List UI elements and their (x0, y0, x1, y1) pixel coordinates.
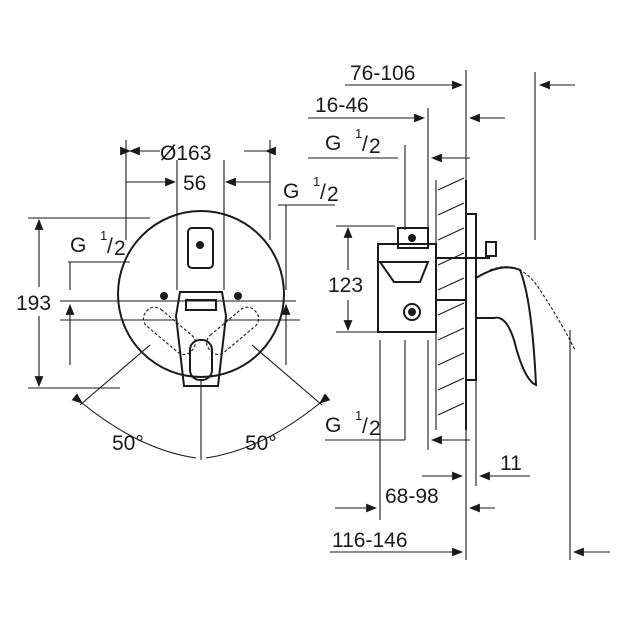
d-123-label: 123 (328, 274, 363, 297)
g-top-numerator: 1 (355, 126, 362, 141)
g-top-denominator: 2 (369, 135, 381, 158)
cover-plate (117, 210, 285, 378)
diameter-label: Ø163 (160, 142, 211, 165)
d-16-46-label: 16-46 (315, 94, 369, 117)
top-screw (196, 241, 204, 249)
g-bottom-slash: / (362, 415, 368, 438)
wall-hatch (435, 177, 465, 430)
spacing-label: 56 (183, 172, 206, 195)
g-bottom-letter: G (325, 414, 341, 437)
front-view: Ø163 56 193 G 1 / 2 G 1 / 2 50° (16, 140, 339, 460)
g-right-denominator: 2 (327, 183, 339, 206)
inlet-fitting (397, 227, 429, 249)
stem-screw (485, 241, 497, 257)
d-11-label: 11 (500, 452, 522, 475)
g-right-numerator: 1 (313, 174, 320, 189)
ghost-handle-right (206, 306, 260, 355)
top-fitting-dot (408, 234, 416, 242)
bottom-nut (403, 303, 421, 321)
cover-plate-side (466, 213, 477, 381)
lever-handle (174, 291, 228, 387)
ghost-handle-left (142, 306, 196, 355)
g-left-numerator: 1 (100, 228, 107, 243)
lever-logo (185, 299, 217, 311)
g-left-denominator: 2 (114, 237, 126, 260)
valve-wedge (378, 261, 430, 283)
g-bottom-numerator: 1 (355, 408, 362, 423)
height-label: 193 (16, 292, 51, 315)
g-left-letter: G (70, 234, 86, 257)
side-view: 76-106 16-46 G 1 / 2 (308, 62, 610, 560)
d-116-146-label: 116-146 (332, 529, 408, 552)
g-left-slash: / (107, 235, 113, 258)
d-68-98-label: 68-98 (385, 485, 439, 508)
d-76-106-label: 76-106 (350, 62, 415, 85)
left-port (160, 292, 168, 300)
g-top-letter: G (325, 132, 341, 155)
g-right-slash: / (320, 181, 326, 204)
g-right-letter: G (283, 180, 299, 203)
valve-body (377, 243, 437, 333)
g-top-slash: / (362, 133, 368, 156)
right-port (234, 292, 242, 300)
top-slot (187, 227, 214, 269)
side-lever-ghost (489, 266, 576, 351)
angle-right-label: 50° (245, 432, 277, 455)
side-lever (475, 266, 538, 387)
lever-window (189, 339, 213, 381)
g-bottom-denominator: 2 (369, 417, 381, 440)
angle-left-label: 50° (112, 432, 144, 455)
